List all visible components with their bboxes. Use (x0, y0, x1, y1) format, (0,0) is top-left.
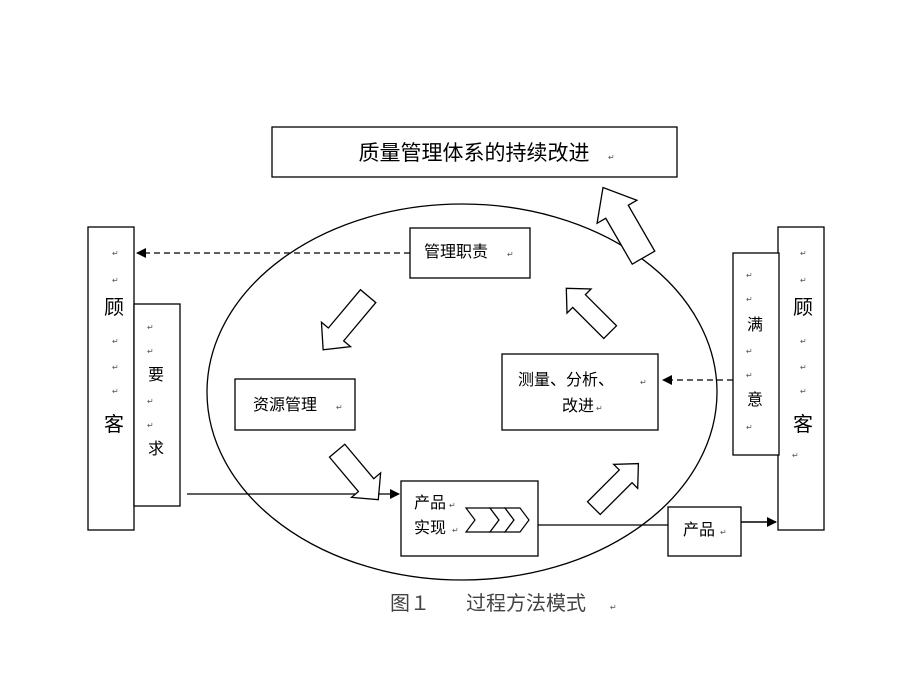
paragraph-mark: ↵ (112, 387, 119, 396)
product-realization-box: 产品 ↵ 实现 ↵ (400, 480, 539, 557)
process-ellipse (206, 203, 718, 581)
paragraph-mark: ↵ (336, 403, 343, 412)
left-customer-box: ↵ ↵ 顾 ↵ ↵ ↵ 客 (87, 226, 135, 531)
paragraph-mark: ↵ (800, 337, 807, 346)
paragraph-mark: ↵ (112, 337, 119, 346)
block-arrow-measurement-to-management (565, 287, 618, 340)
paragraph-mark: ↵ (792, 451, 799, 460)
paragraph-mark: ↵ (746, 423, 753, 432)
block-arrow-management-to-resource (320, 288, 377, 351)
paragraph-mark: ↵ (147, 397, 154, 406)
satisfaction-box: ↵ ↵ 满 ↵ ↵ 意 ↵ (732, 252, 780, 456)
product-output-text: 产品 (683, 520, 715, 539)
paragraph-mark: ↵ (800, 363, 807, 372)
right-customer-box: ↵ ↵ 顾 ↵ ↵ ↵ 客 ↵ (777, 226, 825, 531)
paragraph-mark: ↵ (800, 276, 807, 285)
block-arrow-improvement (596, 186, 656, 266)
product-output-box: 产品 ↵ (667, 506, 742, 557)
figure-caption: 过程方法模式 (466, 591, 586, 615)
paragraph-mark: ↵ (800, 249, 807, 258)
requirement-char-2: 求 (148, 439, 164, 458)
requirement-box: ↵ ↵ 要 ↵ ↵ 求 (133, 303, 181, 507)
paragraph-mark: ↵ (610, 603, 617, 612)
paragraph-mark: ↵ (746, 295, 753, 304)
paragraph-mark: ↵ (746, 347, 753, 356)
product-realization-line-1: 产品 (414, 493, 446, 512)
block-arrow-realization-to-measurement (586, 462, 640, 516)
measurement-box: 测量、分析、 ↵ 改进 ↵ (501, 353, 659, 431)
paragraph-mark: ↵ (746, 371, 753, 380)
title-text: 质量管理体系的持续改进 (359, 141, 590, 165)
chevron-arrows-icon (464, 507, 530, 533)
paragraph-mark: ↵ (720, 528, 727, 537)
left-customer-char-1: 顾 (104, 295, 124, 319)
paragraph-mark: ↵ (596, 404, 603, 413)
paragraph-mark: ↵ (112, 249, 119, 258)
satisfaction-char-2: 意 (747, 390, 763, 409)
paragraph-mark: ↵ (147, 323, 154, 332)
left-customer-char-2: 客 (104, 412, 124, 436)
product-realization-line-2: 实现 (414, 518, 446, 537)
paragraph-mark: ↵ (507, 250, 514, 259)
measurement-line-2: 改进 (562, 396, 594, 415)
paragraph-mark: ↵ (800, 387, 807, 396)
requirement-char-1: 要 (148, 365, 164, 384)
management-responsibility-box: 管理职责 ↵ (409, 227, 531, 279)
paragraph-mark: ↵ (746, 271, 753, 280)
management-responsibility-text: 管理职责 (424, 242, 488, 261)
paragraph-mark: ↵ (452, 526, 459, 535)
paragraph-mark: ↵ (112, 363, 119, 372)
right-customer-char-2: 客 (793, 412, 813, 436)
figure-number: 图１ (390, 591, 430, 615)
paragraph-mark: ↵ (147, 421, 154, 430)
paragraph-mark: ↵ (608, 153, 615, 162)
paragraph-mark: ↵ (449, 501, 456, 510)
paragraph-mark: ↵ (112, 276, 119, 285)
title-box: 质量管理体系的持续改进 ↵ (271, 126, 678, 178)
measurement-line-1: 测量、分析、 (518, 370, 614, 389)
resource-management-text: 资源管理 (253, 395, 317, 414)
block-arrow-resource-to-realization (328, 443, 382, 501)
satisfaction-char-1: 满 (747, 315, 763, 334)
right-customer-char-1: 顾 (793, 295, 813, 319)
paragraph-mark: ↵ (640, 378, 647, 387)
paragraph-mark: ↵ (147, 347, 154, 356)
resource-management-box: 资源管理 ↵ (234, 378, 356, 431)
